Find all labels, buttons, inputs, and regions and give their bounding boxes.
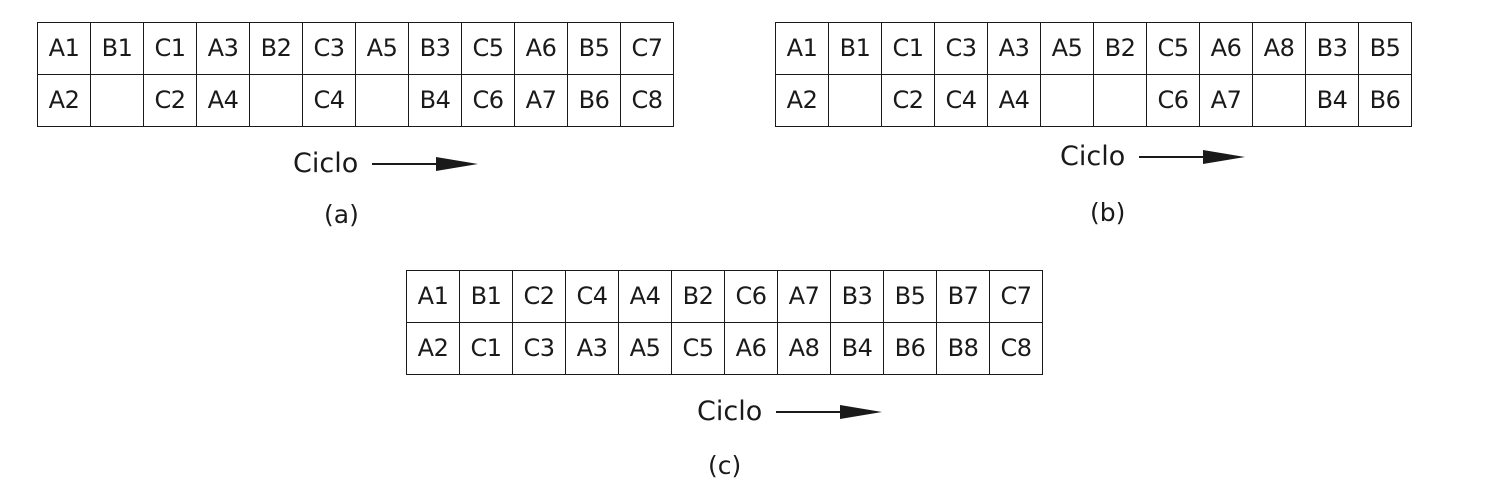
instruction-slot-cell: C1 [460, 323, 513, 375]
instruction-slot-cell [250, 75, 303, 127]
panel-caption: (a) [324, 200, 359, 229]
instruction-slot-cell: B1 [829, 23, 882, 75]
instruction-slot-cell [1253, 75, 1306, 127]
instruction-slot-cell: B6 [884, 323, 937, 375]
instruction-slot-cell: A4 [619, 271, 672, 323]
instruction-slot-cell: A7 [778, 271, 831, 323]
instruction-slot-cell: C3 [935, 23, 988, 75]
instruction-slot-cell: C6 [1147, 75, 1200, 127]
instruction-slot-cell [91, 75, 144, 127]
instruction-slot-cell: B5 [884, 271, 937, 323]
instruction-slot-cell: C3 [513, 323, 566, 375]
instruction-slot-cell: A6 [515, 23, 568, 75]
instruction-slot-cell: B2 [250, 23, 303, 75]
instruction-slot-cell: C1 [144, 23, 197, 75]
instruction-slot-cell: A8 [778, 323, 831, 375]
instruction-slot-cell: B1 [460, 271, 513, 323]
instruction-slot-cell: B7 [937, 271, 990, 323]
instruction-slot-cell: A1 [407, 271, 460, 323]
instruction-slot-cell: C2 [882, 75, 935, 127]
cycle-axis-label: Ciclo [293, 148, 480, 179]
instruction-slot-cell: C7 [621, 23, 674, 75]
instruction-slot-cell [1041, 75, 1094, 127]
instruction-slot-cell: C5 [672, 323, 725, 375]
instruction-slot-cell: A3 [988, 23, 1041, 75]
instruction-slot-cell: B5 [568, 23, 621, 75]
instruction-slot-cell: C6 [725, 271, 778, 323]
instruction-slot-cell: B6 [1359, 75, 1412, 127]
instruction-slot-cell: A3 [566, 323, 619, 375]
instruction-slot-cell: C3 [303, 23, 356, 75]
panel-caption: (b) [1090, 198, 1126, 227]
instruction-slot-cell [356, 75, 409, 127]
instruction-slot-cell: B2 [672, 271, 725, 323]
instruction-slot-cell: A6 [1200, 23, 1253, 75]
instruction-slot-cell: A2 [38, 75, 91, 127]
instruction-slot-cell: A7 [515, 75, 568, 127]
instruction-slot-cell: B6 [568, 75, 621, 127]
instruction-slot-cell: A5 [1041, 23, 1094, 75]
instruction-slot-cell: C8 [621, 75, 674, 127]
cycle-label-text: Ciclo [1060, 141, 1126, 172]
instruction-slot-cell: C5 [1147, 23, 1200, 75]
cycle-label-text: Ciclo [293, 148, 359, 179]
right-arrow-icon [1139, 149, 1246, 164]
cycle-axis-label: Ciclo [1060, 141, 1247, 172]
instruction-slot-cell: A6 [725, 323, 778, 375]
instruction-slot-cell: B3 [831, 271, 884, 323]
instruction-slot-cell: B1 [91, 23, 144, 75]
instruction-slot-cell: A3 [197, 23, 250, 75]
instruction-slot-cell [1094, 75, 1147, 127]
instruction-slot-cell: C2 [513, 271, 566, 323]
instruction-slot-cell: B2 [1094, 23, 1147, 75]
instruction-slot-cell: A8 [1253, 23, 1306, 75]
instruction-slot-cell: A2 [407, 323, 460, 375]
instruction-slot-cell: C5 [462, 23, 515, 75]
instruction-slot-cell: A5 [619, 323, 672, 375]
instruction-slot-cell: C2 [144, 75, 197, 127]
instruction-slot-cell: C6 [462, 75, 515, 127]
instruction-slot-cell: A7 [1200, 75, 1253, 127]
cycle-label-text: Ciclo [697, 396, 763, 427]
cycle-axis-label: Ciclo [697, 396, 884, 427]
instruction-slot-cell: B4 [1306, 75, 1359, 127]
instruction-slot-cell: C1 [882, 23, 935, 75]
instruction-slot-cell: A4 [197, 75, 250, 127]
instruction-slot-cell: B3 [409, 23, 462, 75]
instruction-slot-cell [829, 75, 882, 127]
instruction-slot-cell: B4 [409, 75, 462, 127]
instruction-slot-cell: A2 [776, 75, 829, 127]
instruction-slot-cell: A5 [356, 23, 409, 75]
instruction-slot-cell: C4 [303, 75, 356, 127]
instruction-slot-cell: C4 [566, 271, 619, 323]
instruction-slot-cell: A1 [38, 23, 91, 75]
instruction-slot-cell: A1 [776, 23, 829, 75]
instruction-slot-cell: C7 [990, 271, 1043, 323]
right-arrow-icon [776, 404, 883, 419]
instruction-slot-cell: C4 [935, 75, 988, 127]
instruction-slot-cell: B5 [1359, 23, 1412, 75]
instruction-slot-cell: B3 [1306, 23, 1359, 75]
instruction-slot-cell: B8 [937, 323, 990, 375]
instruction-slot-cell: A4 [988, 75, 1041, 127]
panel-caption: (c) [708, 451, 742, 480]
instruction-slot-cell: C8 [990, 323, 1043, 375]
right-arrow-icon [372, 156, 479, 171]
instruction-slot-cell: B4 [831, 323, 884, 375]
